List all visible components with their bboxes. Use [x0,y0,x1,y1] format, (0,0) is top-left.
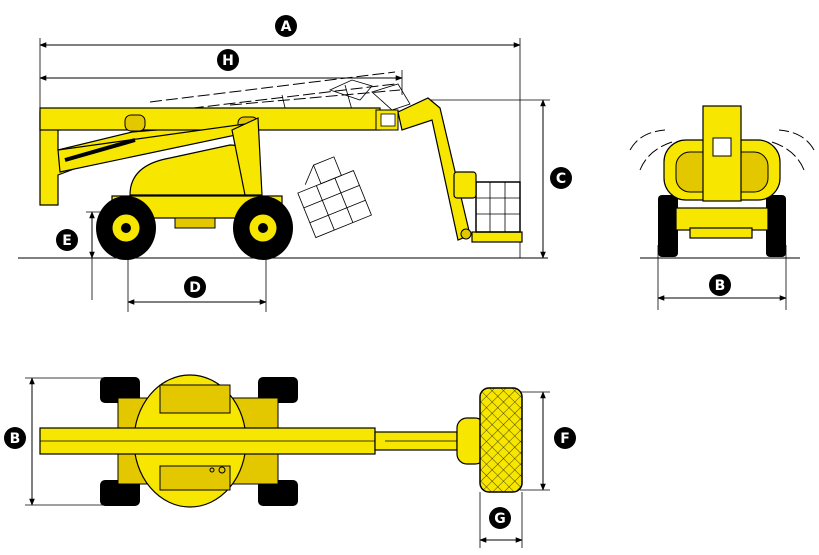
dimension-g [479,492,523,548]
label-b-top-text: B [10,431,21,447]
platform-ghost [297,156,372,239]
dimension-b-top [25,377,110,506]
label-e: E [56,229,78,251]
label-b-top: B [4,427,26,449]
jib-arm [397,97,472,241]
label-c-text: C [556,171,566,187]
boom-range-ghost [149,71,411,113]
dimension-f [520,391,550,491]
dimension-b-front [657,245,787,310]
label-a-text: A [281,19,292,35]
label-g-text: G [494,511,506,527]
label-f: F [554,427,576,449]
turret-body [111,117,283,229]
label-a: A [275,15,297,37]
label-h-text: H [222,53,234,69]
dimension-c [430,99,550,259]
label-f-text: F [560,431,570,447]
main-boom [39,107,399,206]
dimension-h [39,70,403,95]
label-h: H [217,49,239,71]
label-b-front-text: B [715,278,726,294]
platform-basket [453,171,523,243]
label-e-text: E [62,233,72,249]
label-c: C [550,167,572,189]
label-d-text: D [189,280,201,296]
rear-wheel [96,196,156,260]
side-view [18,38,550,312]
label-g: G [489,507,511,529]
front-wheel [233,196,293,260]
label-b-front: B [709,274,731,296]
label-d: D [184,276,206,298]
front-view [629,105,815,310]
top-view [25,374,550,548]
